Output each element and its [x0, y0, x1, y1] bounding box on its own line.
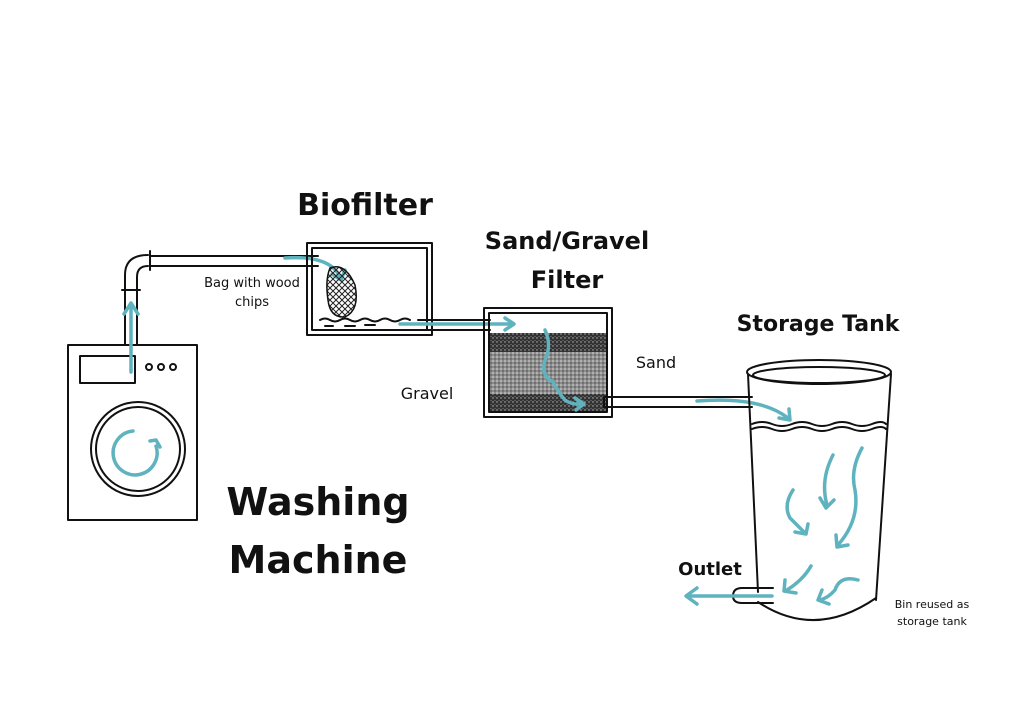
label-washing: Washing — [226, 480, 409, 524]
storage-tank — [684, 359, 892, 621]
label-bin-2: storage tank — [897, 615, 967, 628]
label-biofilter: Biofilter — [297, 188, 433, 223]
sand-gravel-filter — [483, 307, 613, 418]
flow-arrows — [684, 446, 864, 606]
spin-arrow-icon — [111, 429, 162, 477]
label-outlet: Outlet — [678, 559, 742, 580]
label-bag-2: chips — [235, 295, 269, 310]
pipe-to-tank — [603, 396, 792, 422]
label-machine: Machine — [229, 538, 408, 582]
machine-knob — [157, 363, 165, 371]
gravel-layer — [489, 352, 607, 394]
sand-layer — [489, 394, 607, 412]
label-sand: Sand — [636, 353, 676, 372]
wood-chip-bag — [326, 266, 357, 318]
machine-door-inner — [95, 406, 181, 492]
machine-knob — [145, 363, 153, 371]
machine-knob — [169, 363, 177, 371]
label-sand-gravel-2: Filter — [531, 266, 604, 294]
label-storage-tank: Storage Tank — [737, 312, 901, 337]
label-bin-1: Bin reused as — [895, 598, 970, 611]
machine-panel — [79, 355, 136, 384]
biofilter-box — [306, 242, 516, 336]
label-gravel: Gravel — [401, 384, 454, 403]
machine-door — [90, 401, 186, 497]
label-bag-1: Bag with wood — [204, 276, 300, 291]
label-sand-gravel-1: Sand/Gravel — [485, 227, 649, 255]
